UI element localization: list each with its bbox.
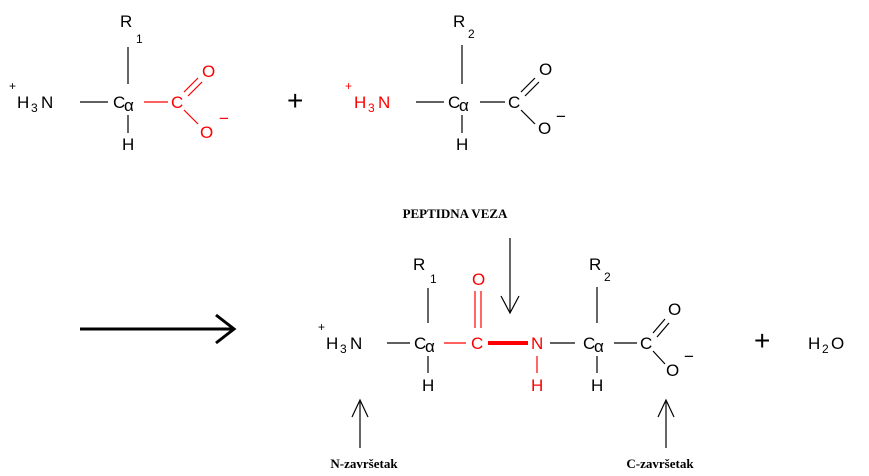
single-bond-o	[520, 109, 536, 125]
water-o: O	[831, 334, 844, 353]
r1-label: R	[120, 12, 132, 31]
amide-n: N	[531, 334, 543, 353]
carboxyl-o-single: O	[538, 119, 551, 138]
peptide-arrow-head	[500, 295, 520, 315]
c-terminus-arrow-head	[657, 398, 675, 418]
reactant-2: R 2 + H 3 N C α H C O O −	[345, 12, 566, 154]
amide-h: H	[531, 376, 543, 395]
water-h-sub: 2	[822, 342, 829, 356]
water-plus: +	[754, 325, 770, 356]
carboxyl-c: C	[508, 93, 520, 112]
amine-h-sub: 3	[368, 101, 375, 115]
bottom-h: H	[122, 135, 134, 154]
carboxyl-o-single: O	[666, 361, 679, 380]
carboxyl-c: C	[171, 93, 183, 112]
ca2-alpha: α	[594, 337, 604, 356]
calpha-alpha: α	[124, 96, 134, 115]
carboxyl-minus: −	[556, 107, 566, 126]
r1-subscript: 1	[136, 32, 143, 46]
r2-subscript: 2	[468, 27, 475, 41]
carboxyl-o-double: O	[668, 300, 681, 319]
carboxyl-minus: −	[219, 109, 229, 128]
charge-plus: +	[345, 79, 352, 93]
amine-n: N	[41, 93, 53, 112]
water: + H 2 O	[754, 325, 844, 356]
ca1-c: C	[414, 334, 426, 353]
product-dipeptide: PEPTIDNA VEZA R 1 + H 3 N C α H O C N H …	[318, 206, 694, 471]
r2-label: R	[589, 255, 601, 274]
double-bond-b	[187, 81, 203, 97]
charge-plus: +	[9, 79, 16, 93]
carbonyl-c: C	[471, 334, 483, 353]
peptide-bond-label: PEPTIDNA VEZA	[403, 206, 508, 221]
c-terminus-label: C-završetak	[626, 456, 694, 471]
carbonyl-o: O	[472, 270, 485, 289]
carboxyl-o-double: O	[202, 62, 215, 81]
amine-h-sub: 3	[340, 342, 347, 356]
carboxyl-o-double: O	[539, 60, 552, 79]
amine-n: N	[378, 93, 390, 112]
ca1-alpha: α	[425, 337, 435, 356]
n-terminus-label: N-završetak	[330, 456, 398, 471]
double-bond-b	[656, 322, 670, 338]
carboxyl-minus: −	[684, 347, 694, 366]
double-bond-a	[183, 77, 199, 93]
r2-subscript: 2	[604, 270, 611, 284]
amine-h: H	[326, 334, 338, 353]
double-bond-a	[520, 77, 536, 93]
single-bond-o	[652, 350, 666, 365]
r2-label: R	[453, 12, 465, 31]
reaction-arrow	[80, 313, 237, 345]
amine-n: N	[350, 334, 362, 353]
double-bond-b	[524, 81, 540, 97]
amine-h: H	[354, 93, 366, 112]
charge-plus: +	[318, 320, 325, 334]
calpha-c: C	[448, 93, 460, 112]
single-bond-o	[183, 109, 199, 125]
double-bond-a	[652, 318, 666, 334]
amine-h: H	[17, 93, 29, 112]
water-h: H	[808, 334, 820, 353]
reactant-1: R 1 + H 3 N C α H C O O −	[9, 12, 229, 154]
ca2-c: C	[583, 334, 595, 353]
carboxyl-c: C	[640, 334, 652, 353]
r1-label: R	[413, 255, 425, 274]
carboxyl-o-single: O	[200, 123, 213, 142]
calpha-alpha: α	[459, 96, 469, 115]
bottom-h-2: H	[591, 376, 603, 395]
amine-h-sub: 3	[31, 101, 38, 115]
calpha-c: C	[113, 93, 125, 112]
bottom-h-1: H	[422, 376, 434, 395]
bottom-h: H	[456, 135, 468, 154]
n-terminus-arrow-head	[351, 398, 369, 418]
r1-subscript: 1	[430, 272, 437, 286]
plus-operator: +	[287, 85, 303, 116]
